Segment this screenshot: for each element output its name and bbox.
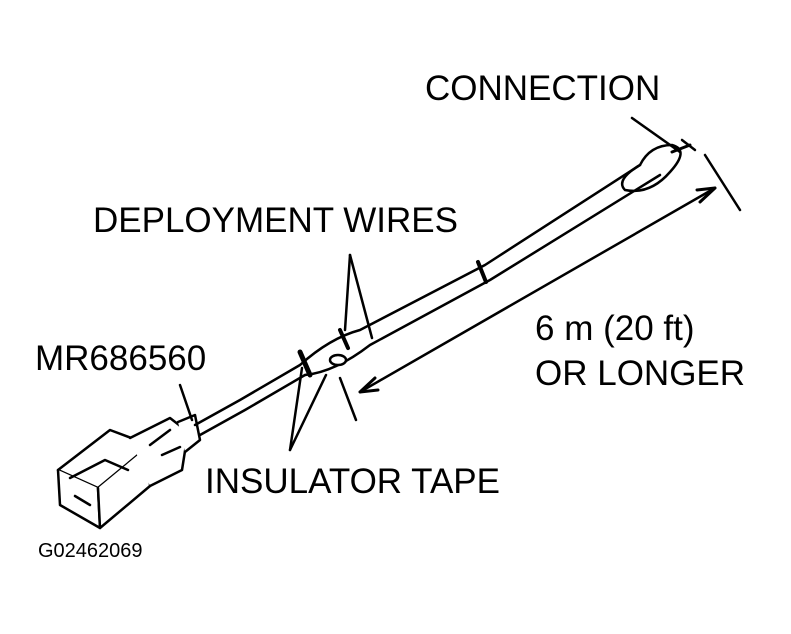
length-tick-left xyxy=(338,376,358,422)
length-arrow xyxy=(358,186,717,394)
main-cable xyxy=(193,363,302,427)
connector-icon xyxy=(56,413,202,530)
connector-leader xyxy=(178,383,194,422)
connection-leader xyxy=(630,116,682,154)
length-label-line2: OR LONGER xyxy=(535,354,746,393)
connection-label: CONNECTION xyxy=(425,69,661,108)
connection-loop xyxy=(620,143,682,193)
insulator-tape-band xyxy=(338,328,350,350)
deployment-wire-upper xyxy=(298,163,642,367)
deployment-leader-a xyxy=(343,253,352,332)
insulator-tape-band xyxy=(476,260,488,284)
tape-leader-a xyxy=(288,366,304,452)
deployment-wires-label: DEPLOYMENT WIRES xyxy=(93,201,458,240)
tape-leader-b xyxy=(288,373,328,452)
insulator-tape-band xyxy=(297,349,313,378)
length-label-line1: 6 m (20 ft) xyxy=(535,309,695,348)
deployment-leader-b xyxy=(348,253,374,340)
length-tick-right xyxy=(703,153,742,212)
connector-part-number-label: MR686560 xyxy=(35,339,207,378)
figure-id-label: G02462069 xyxy=(38,540,143,562)
insulator-tape-label: INSULATOR TAPE xyxy=(205,462,500,501)
